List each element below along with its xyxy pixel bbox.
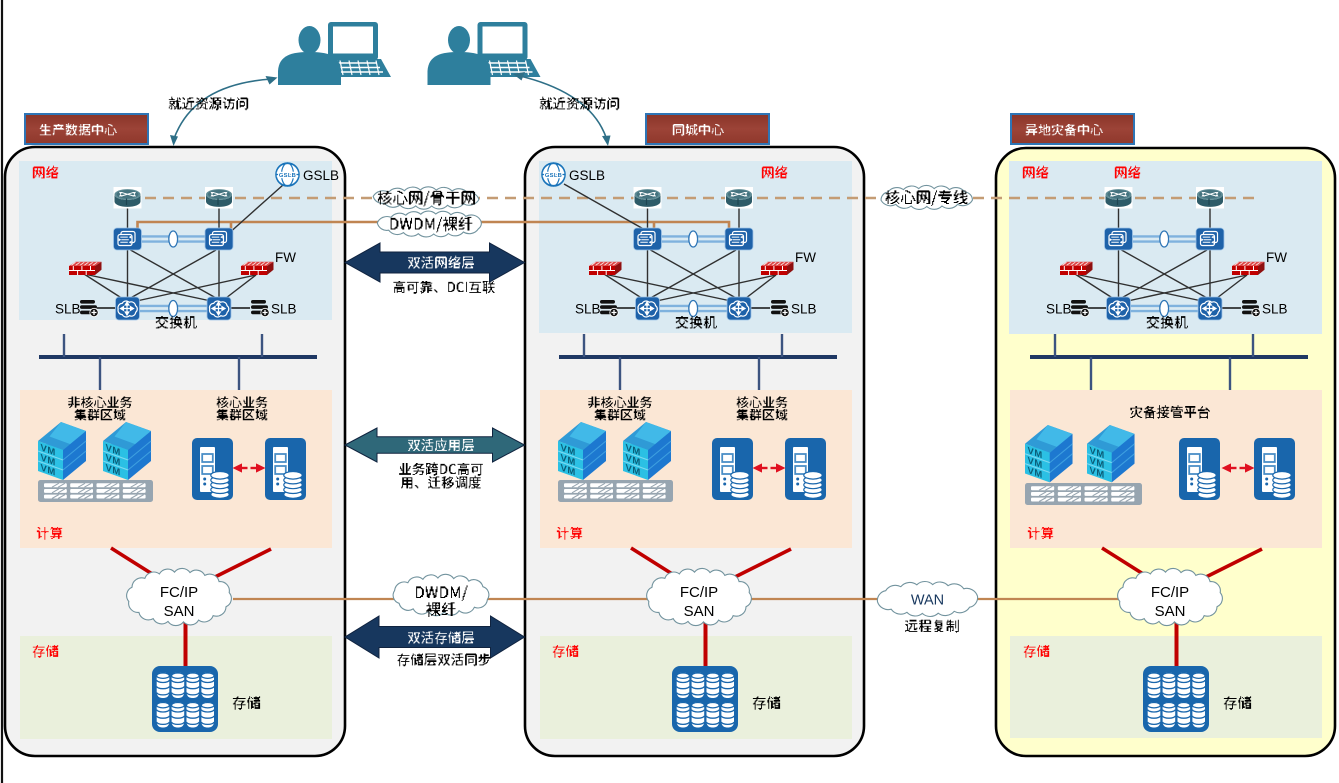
svg-text:FW: FW bbox=[275, 250, 296, 265]
svg-text:SAN: SAN bbox=[1155, 603, 1186, 620]
svg-text:FC/IP: FC/IP bbox=[1151, 584, 1189, 601]
svg-text:SLB: SLB bbox=[1046, 302, 1072, 317]
svg-text:SLB: SLB bbox=[1262, 302, 1288, 317]
svg-text:WAN: WAN bbox=[911, 593, 944, 609]
svg-text:FW: FW bbox=[1266, 250, 1287, 265]
svg-text:GSLB: GSLB bbox=[545, 173, 562, 179]
svg-text:SLB: SLB bbox=[271, 302, 297, 317]
svg-text:FC/IP: FC/IP bbox=[680, 584, 718, 601]
svg-text:GSLB: GSLB bbox=[569, 168, 605, 183]
svg-text:SLB: SLB bbox=[791, 302, 817, 317]
svg-text:SAN: SAN bbox=[684, 603, 715, 620]
svg-text:SAN: SAN bbox=[164, 603, 195, 620]
svg-text:GSLB: GSLB bbox=[279, 173, 296, 179]
svg-text:FC/IP: FC/IP bbox=[160, 584, 198, 601]
svg-text:FW: FW bbox=[795, 250, 816, 265]
svg-text:GSLB: GSLB bbox=[303, 168, 339, 183]
svg-text:SLB: SLB bbox=[55, 302, 81, 317]
svg-text:SLB: SLB bbox=[575, 302, 601, 317]
